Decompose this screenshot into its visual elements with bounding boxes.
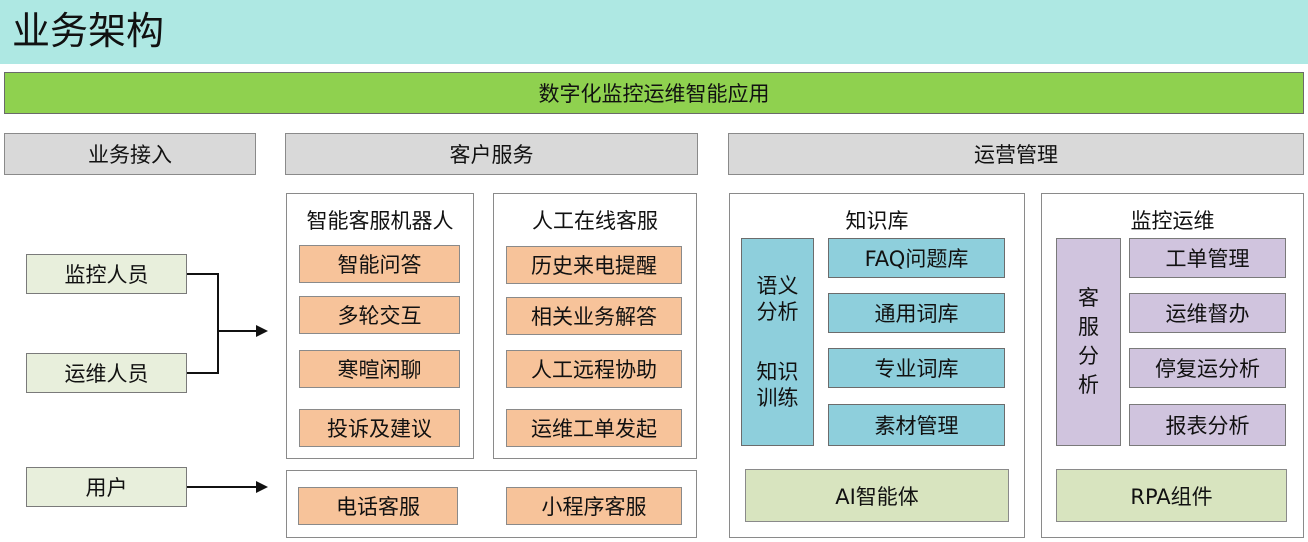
title-bar: 业务架构 [0, 0, 1308, 64]
knowledge-item: 素材管理 [828, 404, 1005, 446]
monitoring-title: 监控运维 [1130, 209, 1215, 233]
role-user: 用户 [26, 467, 187, 507]
monitoring-item: 报表分析 [1129, 404, 1286, 446]
bracket-line [187, 273, 219, 374]
section-header-operation: 运营管理 [728, 133, 1304, 175]
human-service-item: 历史来电提醒 [506, 246, 682, 284]
human-service-item: 运维工单发起 [506, 409, 682, 447]
human-service-item: 人工远程协助 [506, 350, 682, 388]
human-service-item: 相关业务解答 [506, 297, 682, 335]
knowledge-side-column: 语义 分析 知识 训练 [741, 238, 814, 446]
knowledge-item: 通用词库 [828, 293, 1005, 333]
connector-arrows [187, 273, 268, 493]
channel-miniprogram: 小程序客服 [506, 487, 682, 525]
side-label-training: 知识 训练 [756, 360, 799, 410]
service-analysis-column: 客 服 分 析 [1056, 238, 1121, 446]
monitoring-item: 工单管理 [1129, 238, 1286, 278]
channel-phone: 电话客服 [298, 487, 458, 525]
ai-agent-box: AI智能体 [745, 469, 1009, 522]
knowledge-title: 知识库 [845, 209, 909, 233]
section-header-service: 客户服务 [285, 133, 698, 175]
page-title: 业务架构 [12, 9, 165, 53]
side-label-semantic: 语义 分析 [756, 274, 799, 324]
human-service-title: 人工在线客服 [532, 209, 658, 233]
section-header-access: 业务接入 [4, 133, 256, 175]
knowledge-item: FAQ问题库 [828, 238, 1005, 278]
role-monitor: 监控人员 [26, 254, 187, 294]
smart-bot-item: 投诉及建议 [299, 409, 460, 447]
monitoring-item: 运维督办 [1129, 293, 1286, 333]
monitoring-item: 停复运分析 [1129, 348, 1286, 388]
rpa-component-box: RPA组件 [1056, 469, 1287, 522]
top-banner: 数字化监控运维智能应用 [4, 72, 1304, 114]
role-ops: 运维人员 [26, 353, 187, 393]
knowledge-item: 专业词库 [828, 348, 1005, 388]
smart-bot-item: 智能问答 [299, 245, 460, 283]
smart-bot-item: 多轮交互 [299, 296, 460, 334]
smart-bot-item: 寒暄闲聊 [299, 350, 460, 388]
smart-bot-title: 智能客服机器人 [306, 209, 454, 233]
